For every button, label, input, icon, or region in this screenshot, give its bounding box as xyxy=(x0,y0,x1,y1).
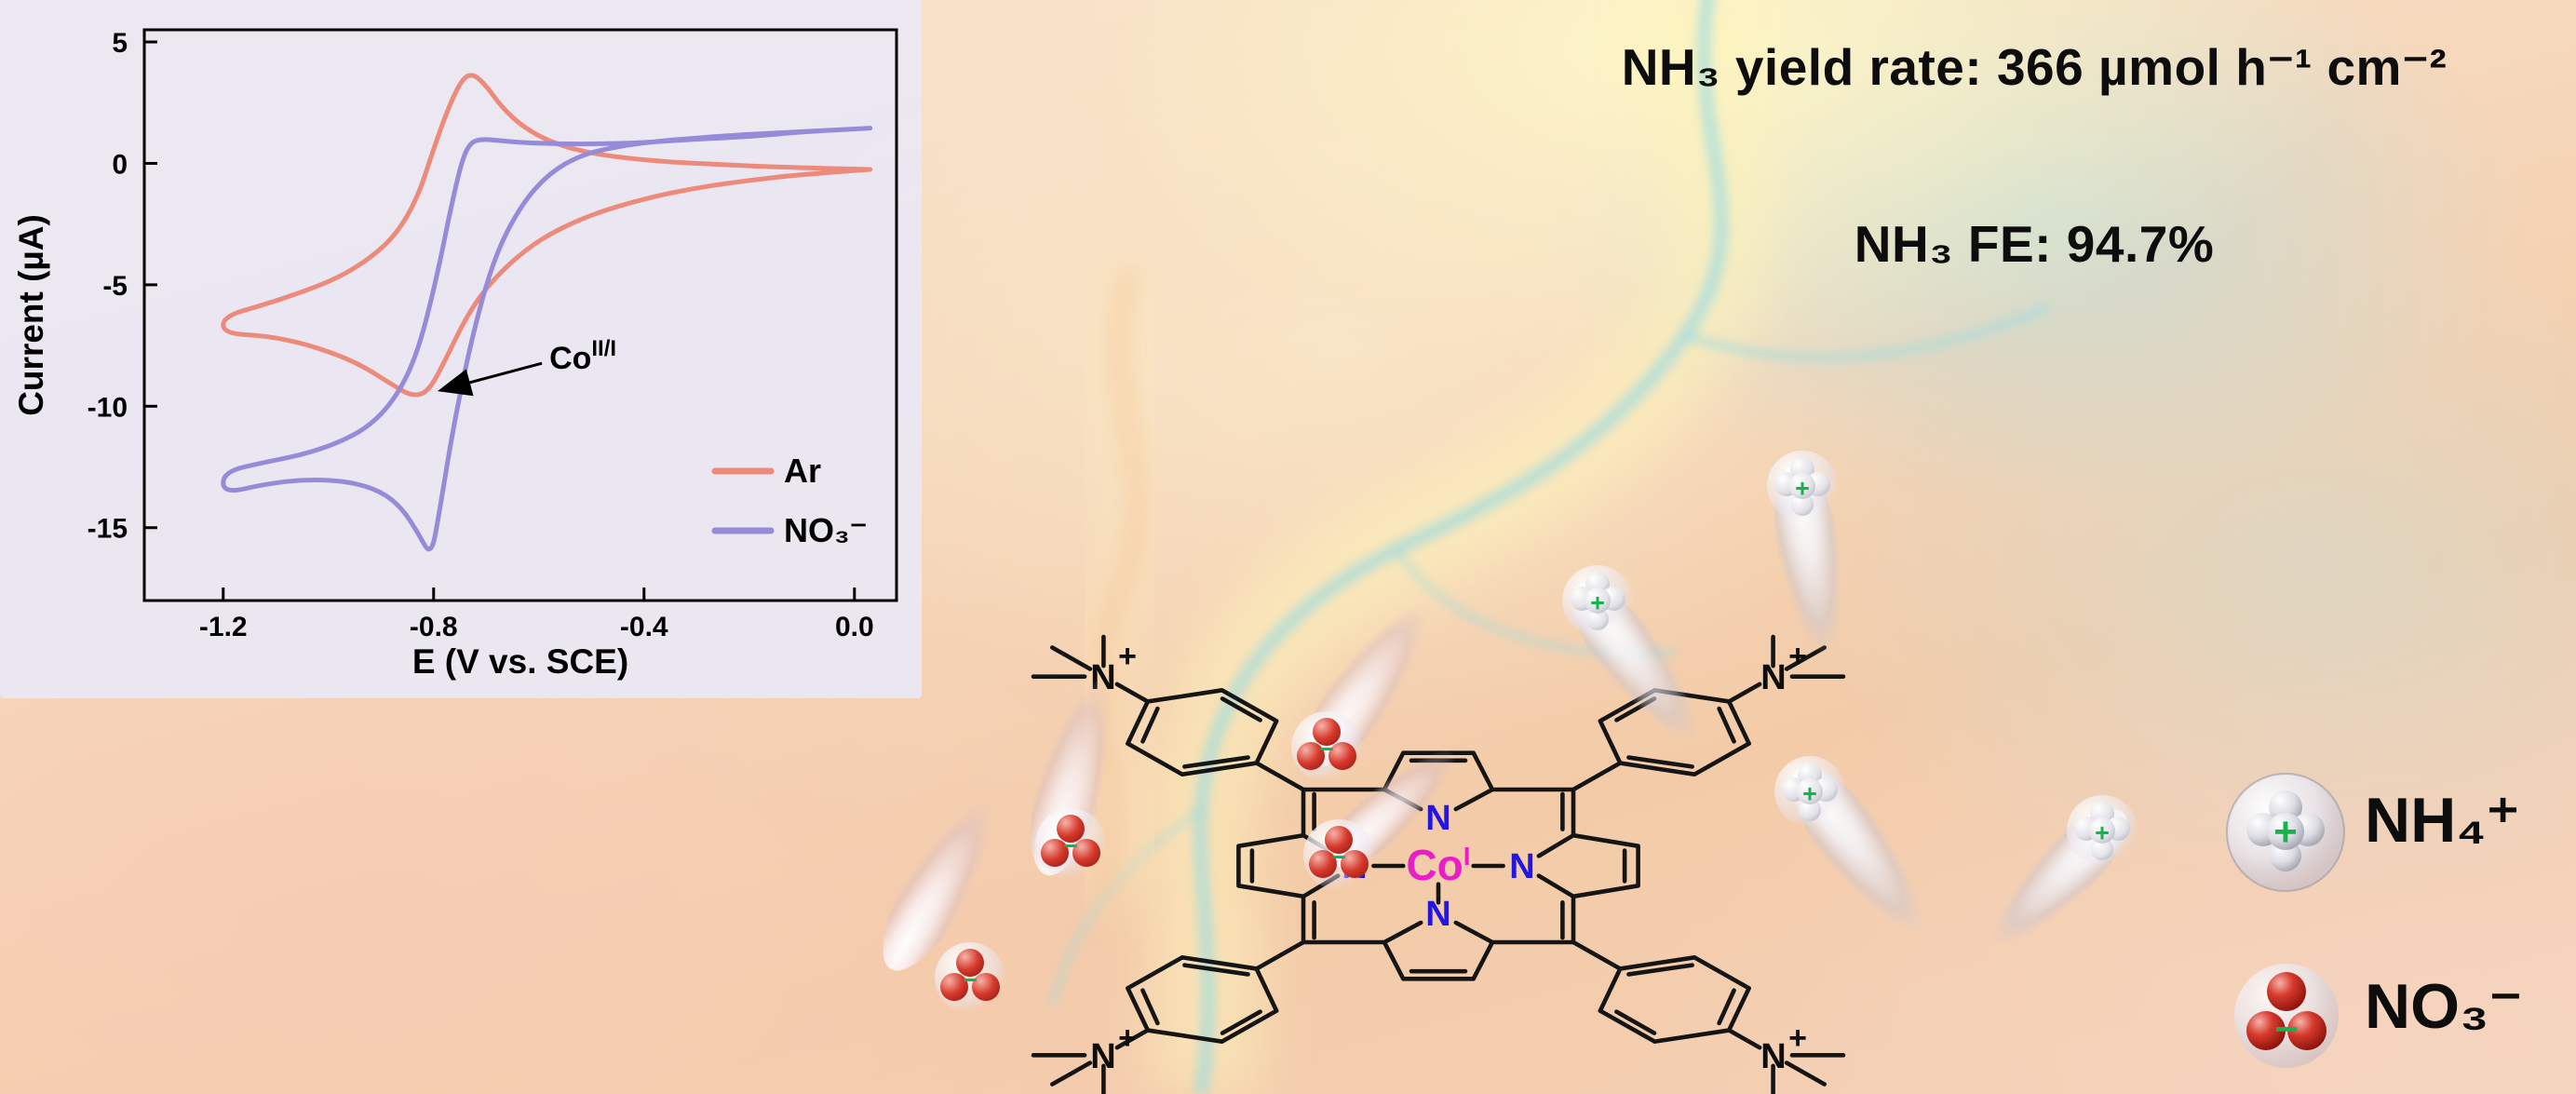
ammonium-plus-tr: + xyxy=(1788,639,1807,674)
hydrogen-sphere xyxy=(1797,778,1823,804)
oxygen-sphere xyxy=(1328,742,1356,770)
minus-sign: − xyxy=(963,966,978,994)
phenyl-ammonium-br xyxy=(1573,942,1843,1094)
oxygen-sphere xyxy=(1057,815,1085,843)
n-sphere xyxy=(2267,813,2304,850)
phenyl-ammonium-bl xyxy=(1033,942,1303,1094)
ring-nitrogen-bottom: N xyxy=(1425,895,1450,934)
o-sphere xyxy=(2267,972,2306,1011)
minus-sign: − xyxy=(1319,735,1334,763)
plus-sign: + xyxy=(2273,809,2298,855)
y-tick-label: 5 xyxy=(112,28,128,59)
molecule-atom-labels: N N N N CoI N + N + N + N + xyxy=(1090,639,1807,1076)
ammonium-plus-tl: + xyxy=(1118,639,1137,674)
hydrogen-sphere xyxy=(1585,588,1611,614)
hydrogen-sphere xyxy=(1789,473,1815,499)
cv-panel xyxy=(0,0,922,698)
bolt-branch xyxy=(1683,303,2050,362)
ammonium-n-tr: N xyxy=(1760,658,1786,697)
oxygen-sphere xyxy=(1309,850,1337,878)
minus-sign: − xyxy=(1331,843,1346,871)
cv-curve-0 xyxy=(221,73,873,398)
nh4-legend-label: NH₄⁺ xyxy=(2365,785,2520,856)
plus-sign: + xyxy=(1802,779,1817,808)
y-tick-label: 0 xyxy=(112,149,128,180)
hydrogen-sphere xyxy=(2089,817,2115,844)
y-tick-label: -15 xyxy=(88,514,128,545)
oxygen-sphere xyxy=(1041,839,1069,867)
x-tick-label: -0.4 xyxy=(620,612,668,642)
cv-curve-1 xyxy=(221,126,873,552)
minus-sign: − xyxy=(1063,831,1078,860)
meso-bridges xyxy=(1303,790,1573,942)
cobalt-center-label: CoI xyxy=(1406,841,1470,889)
oxygen-sphere xyxy=(1297,742,1325,770)
oxygen-sphere xyxy=(972,973,1000,1001)
legend-label: Ar xyxy=(784,452,821,490)
ammonium-n-br: N xyxy=(1760,1037,1786,1076)
ring-nitrogen-right: N xyxy=(1509,847,1534,886)
annotation-arrow xyxy=(437,361,543,397)
oxygen-sphere xyxy=(940,973,968,1001)
y-axis-title: Current (µA) xyxy=(12,214,50,416)
x-tick-label: -1.2 xyxy=(199,612,248,642)
oxygen-sphere xyxy=(1072,839,1100,867)
plus-sign: + xyxy=(1795,474,1810,503)
plus-sign: + xyxy=(2095,818,2110,847)
plus-sign: + xyxy=(1590,588,1605,617)
cv-plot: -1.2 -0.8 -0.4 0.0 5 0 -5 -10 -15 E (V vs. SCE) Cu… xyxy=(0,0,922,698)
bolt-branch xyxy=(1048,806,1204,1006)
oxygen-sphere xyxy=(1313,718,1341,746)
no3-legend-label: NO₃⁻ xyxy=(2365,971,2523,1042)
nitrate-sphere-icon: − xyxy=(2234,964,2339,1068)
ammonium-plus-br: + xyxy=(1788,1020,1807,1056)
oxygen-sphere xyxy=(1325,826,1353,854)
legend-label: NO₃⁻ xyxy=(784,511,868,549)
x-axis-title: E (V vs. SCE) xyxy=(412,642,628,681)
nh3-yield-rate-text: NH₃ yield rate: 366 µmol h⁻¹ cm⁻² xyxy=(1621,38,2448,96)
cv-axis-box xyxy=(142,28,898,602)
x-tick-label: -0.8 xyxy=(410,612,458,642)
y-tick-label: -5 xyxy=(102,271,128,302)
cyan-bolt xyxy=(1193,0,1729,1094)
ammonium-n-bl: N xyxy=(1090,1037,1115,1076)
phenyl-ammonium-tl xyxy=(1033,637,1303,790)
minus-sign: − xyxy=(2274,1006,2299,1052)
x-tick-label: 0.0 xyxy=(835,612,874,642)
y-tick-label: -10 xyxy=(88,392,128,423)
o-sphere xyxy=(2287,1011,2326,1050)
o-sphere xyxy=(2246,1011,2286,1050)
ammonium-plus-bl: + xyxy=(1118,1020,1137,1056)
ammonium-sphere-icon: + xyxy=(2226,773,2345,892)
orange-streak xyxy=(1095,267,1144,896)
annotation-label: CoII/I xyxy=(549,336,616,376)
nh3-faradaic-efficiency-text: NH₃ FE: 94.7% xyxy=(1854,215,2215,273)
oxygen-sphere xyxy=(1341,850,1369,878)
oxygen-sphere xyxy=(956,949,984,977)
